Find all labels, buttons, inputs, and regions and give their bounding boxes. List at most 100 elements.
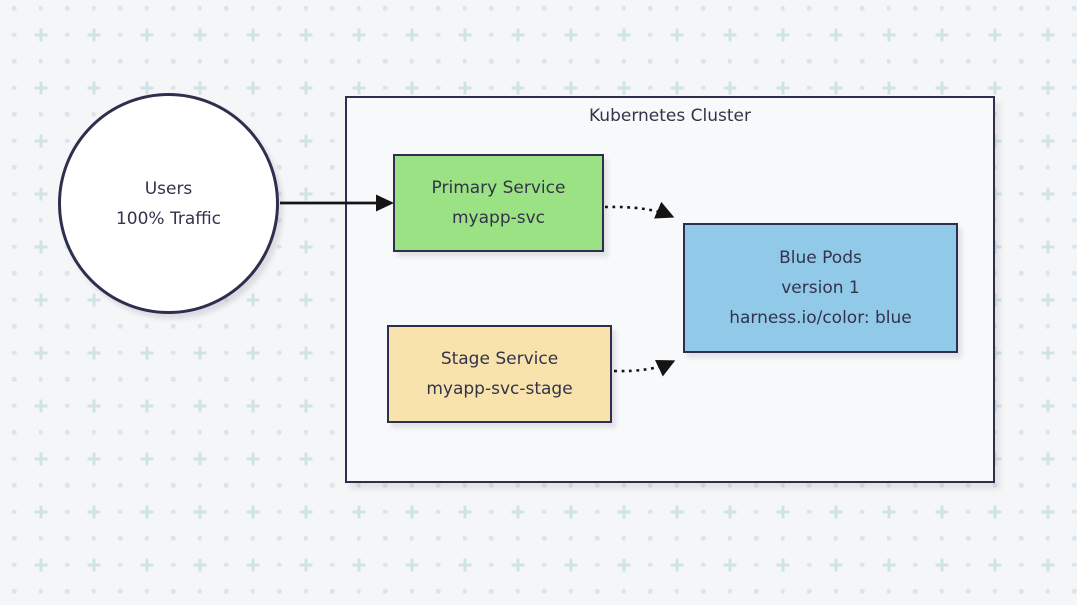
pattern-dot xyxy=(223,509,229,514)
pattern-dot xyxy=(382,32,388,37)
pattern-plus xyxy=(299,346,312,359)
pattern-plus xyxy=(670,505,683,518)
pattern-dot xyxy=(276,138,282,143)
pattern-plus xyxy=(140,505,153,518)
pattern-plus xyxy=(34,558,47,571)
pattern-plus xyxy=(511,28,524,41)
pattern-dot xyxy=(64,482,70,488)
pattern-dot xyxy=(197,535,202,541)
pattern-plus xyxy=(1041,240,1054,253)
pattern-dot xyxy=(91,376,96,382)
pattern-dot xyxy=(409,5,414,11)
pattern-dot xyxy=(1045,217,1050,223)
pattern-dot xyxy=(303,58,308,64)
pattern-dot xyxy=(806,85,812,90)
pattern-dot xyxy=(329,217,335,223)
pattern-dot xyxy=(356,58,361,64)
pattern-dot xyxy=(939,482,944,488)
pattern-plus xyxy=(776,28,789,41)
pattern-dot xyxy=(250,5,255,11)
pattern-dot xyxy=(64,323,70,329)
pattern-dot xyxy=(11,376,17,382)
pattern-dot xyxy=(1071,58,1077,64)
pattern-dot xyxy=(1071,5,1077,11)
pattern-plus xyxy=(34,28,47,41)
pattern-dot xyxy=(1071,562,1077,567)
pattern-dot xyxy=(250,323,255,329)
pattern-dot xyxy=(1018,323,1024,329)
pattern-dot xyxy=(621,535,626,541)
pattern-dot xyxy=(303,217,308,223)
pattern-dot xyxy=(806,5,812,11)
pattern-plus xyxy=(87,452,100,465)
pattern-plus xyxy=(1041,134,1054,147)
pattern-dot xyxy=(727,58,732,64)
pattern-dot xyxy=(435,85,441,90)
pattern-dot xyxy=(329,270,335,276)
pattern-dot xyxy=(568,482,573,488)
pattern-dot xyxy=(223,85,229,90)
pattern-dot xyxy=(700,85,706,90)
pattern-dot xyxy=(753,562,759,567)
pattern-dot xyxy=(515,482,520,488)
pattern-dot xyxy=(223,482,229,488)
pattern-plus xyxy=(723,81,736,94)
pattern-dot xyxy=(1018,456,1024,461)
pattern-plus xyxy=(829,505,842,518)
pattern-plus xyxy=(935,28,948,41)
pattern-dot xyxy=(170,32,176,37)
pattern-dot xyxy=(276,58,282,64)
pattern-dot xyxy=(170,588,176,594)
pattern-dot xyxy=(541,535,547,541)
pattern-plus xyxy=(988,28,1001,41)
pattern-dot xyxy=(435,562,441,567)
pattern-plus xyxy=(87,293,100,306)
pattern-dot xyxy=(541,5,547,11)
pattern-plus xyxy=(246,558,259,571)
pattern-dot xyxy=(462,535,467,541)
pattern-dot xyxy=(38,376,43,382)
pattern-dot xyxy=(1071,270,1077,276)
pattern-dot xyxy=(276,456,282,461)
pattern-dot xyxy=(11,588,17,594)
pattern-dot xyxy=(117,456,123,461)
pattern-plus xyxy=(34,293,47,306)
pattern-dot xyxy=(621,5,626,11)
blue-pods-node: Blue Pods version 1 harness.io/color: bl… xyxy=(683,223,958,353)
pattern-dot xyxy=(886,58,891,64)
pattern-dot xyxy=(753,32,759,37)
pattern-dot xyxy=(647,32,653,37)
pattern-plus xyxy=(87,28,100,41)
pattern-plus xyxy=(882,558,895,571)
pattern-dot xyxy=(170,323,176,329)
pattern-dot xyxy=(223,403,229,408)
primary-service-name: myapp-svc xyxy=(451,208,546,228)
pattern-plus xyxy=(670,28,683,41)
pattern-dot xyxy=(515,5,520,11)
pattern-dot xyxy=(965,32,971,37)
pattern-plus xyxy=(34,187,47,200)
pattern-dot xyxy=(409,588,414,594)
pattern-dot xyxy=(329,164,335,170)
pattern-dot xyxy=(674,482,679,488)
pattern-dot xyxy=(1018,191,1024,196)
pattern-dot xyxy=(912,85,918,90)
pattern-plus xyxy=(405,558,418,571)
pattern-dot xyxy=(727,588,732,594)
pattern-dot xyxy=(11,403,17,408)
pattern-dot xyxy=(1071,297,1077,302)
pattern-plus xyxy=(617,81,630,94)
pattern-dot xyxy=(780,482,785,488)
pattern-dot xyxy=(144,588,149,594)
pattern-dot xyxy=(647,535,653,541)
pattern-plus xyxy=(299,81,312,94)
pattern-dot xyxy=(91,429,96,435)
pattern-dot xyxy=(38,164,43,170)
pattern-dot xyxy=(223,429,229,435)
pattern-dot xyxy=(1071,244,1077,249)
stage-service-name: myapp-svc-stage xyxy=(426,379,573,399)
pattern-dot xyxy=(1018,509,1024,514)
pattern-plus xyxy=(458,505,471,518)
pattern-dot xyxy=(64,350,70,355)
pattern-dot xyxy=(886,482,891,488)
